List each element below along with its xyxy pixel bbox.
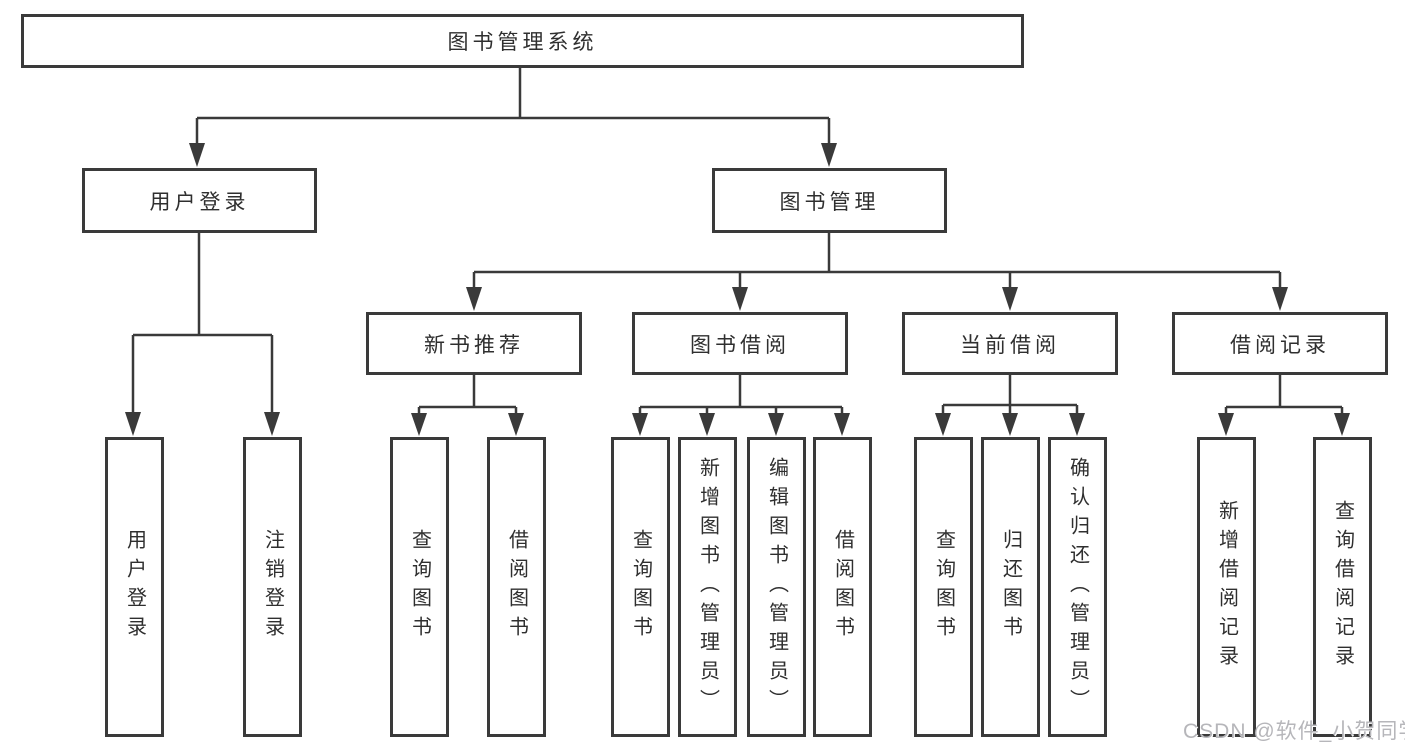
leaf-add-books-admin-label: 新增图书（管理员） (696, 456, 719, 718)
leaf-query-books-current: 查询图书 (914, 437, 973, 737)
leaf-query-books-recommend-label: 查询图书 (408, 529, 431, 645)
leaf-add-borrow-record-label: 新增借阅记录 (1215, 500, 1238, 674)
leaf-query-borrow-record-label: 查询借阅记录 (1331, 500, 1354, 674)
leaf-query-books-borrowing: 查询图书 (611, 437, 670, 737)
node-new-book-recommend: 新书推荐 (366, 312, 582, 375)
leaf-query-books-current-label: 查询图书 (932, 529, 955, 645)
leaf-borrow-books-recommend-label: 借阅图书 (505, 529, 528, 645)
leaf-confirm-return-admin-label: 确认归还（管理员） (1066, 456, 1089, 718)
leaf-edit-books-admin: 编辑图书（管理员） (747, 437, 806, 737)
node-user-login: 用户登录 (82, 168, 317, 233)
node-current-borrowing-label: 当前借阅 (960, 333, 1060, 357)
node-book-management: 图书管理 (712, 168, 947, 233)
node-borrowing-records-label: 借阅记录 (1230, 333, 1330, 357)
node-root-label: 图书管理系统 (447, 31, 598, 54)
node-book-borrowing-label: 图书借阅 (690, 333, 790, 357)
arrowheads (125, 143, 1350, 436)
leaf-confirm-return-admin: 确认归还（管理员） (1048, 437, 1107, 737)
leaf-query-books-recommend: 查询图书 (390, 437, 449, 737)
node-new-book-recommend-label: 新书推荐 (424, 333, 524, 357)
leaf-query-borrow-record: 查询借阅记录 (1313, 437, 1372, 737)
leaf-edit-books-admin-label: 编辑图书（管理员） (765, 456, 788, 718)
leaf-logout: 注销登录 (243, 437, 302, 737)
leaf-borrow-books-borrowing: 借阅图书 (813, 437, 872, 737)
node-root: 图书管理系统 (21, 14, 1024, 68)
leaf-borrow-books-recommend: 借阅图书 (487, 437, 546, 737)
leaf-return-books: 归还图书 (981, 437, 1040, 737)
leaf-query-books-borrowing-label: 查询图书 (629, 529, 652, 645)
leaf-borrow-books-borrowing-label: 借阅图书 (831, 529, 854, 645)
leaf-add-books-admin: 新增图书（管理员） (678, 437, 737, 737)
node-book-management-label: 图书管理 (779, 190, 880, 214)
leaf-user-login: 用户登录 (105, 437, 164, 737)
leaf-return-books-label: 归还图书 (999, 529, 1022, 645)
node-book-borrowing: 图书借阅 (632, 312, 848, 375)
node-borrowing-records: 借阅记录 (1172, 312, 1388, 375)
leaf-user-login-label: 用户登录 (123, 529, 146, 645)
csdn-watermark: CSDN @软件_小贺同学 (1183, 720, 1405, 743)
node-user-login-label: 用户登录 (149, 190, 250, 214)
leaf-add-borrow-record: 新增借阅记录 (1197, 437, 1256, 737)
node-current-borrowing: 当前借阅 (902, 312, 1118, 375)
leaf-logout-label: 注销登录 (261, 529, 284, 645)
